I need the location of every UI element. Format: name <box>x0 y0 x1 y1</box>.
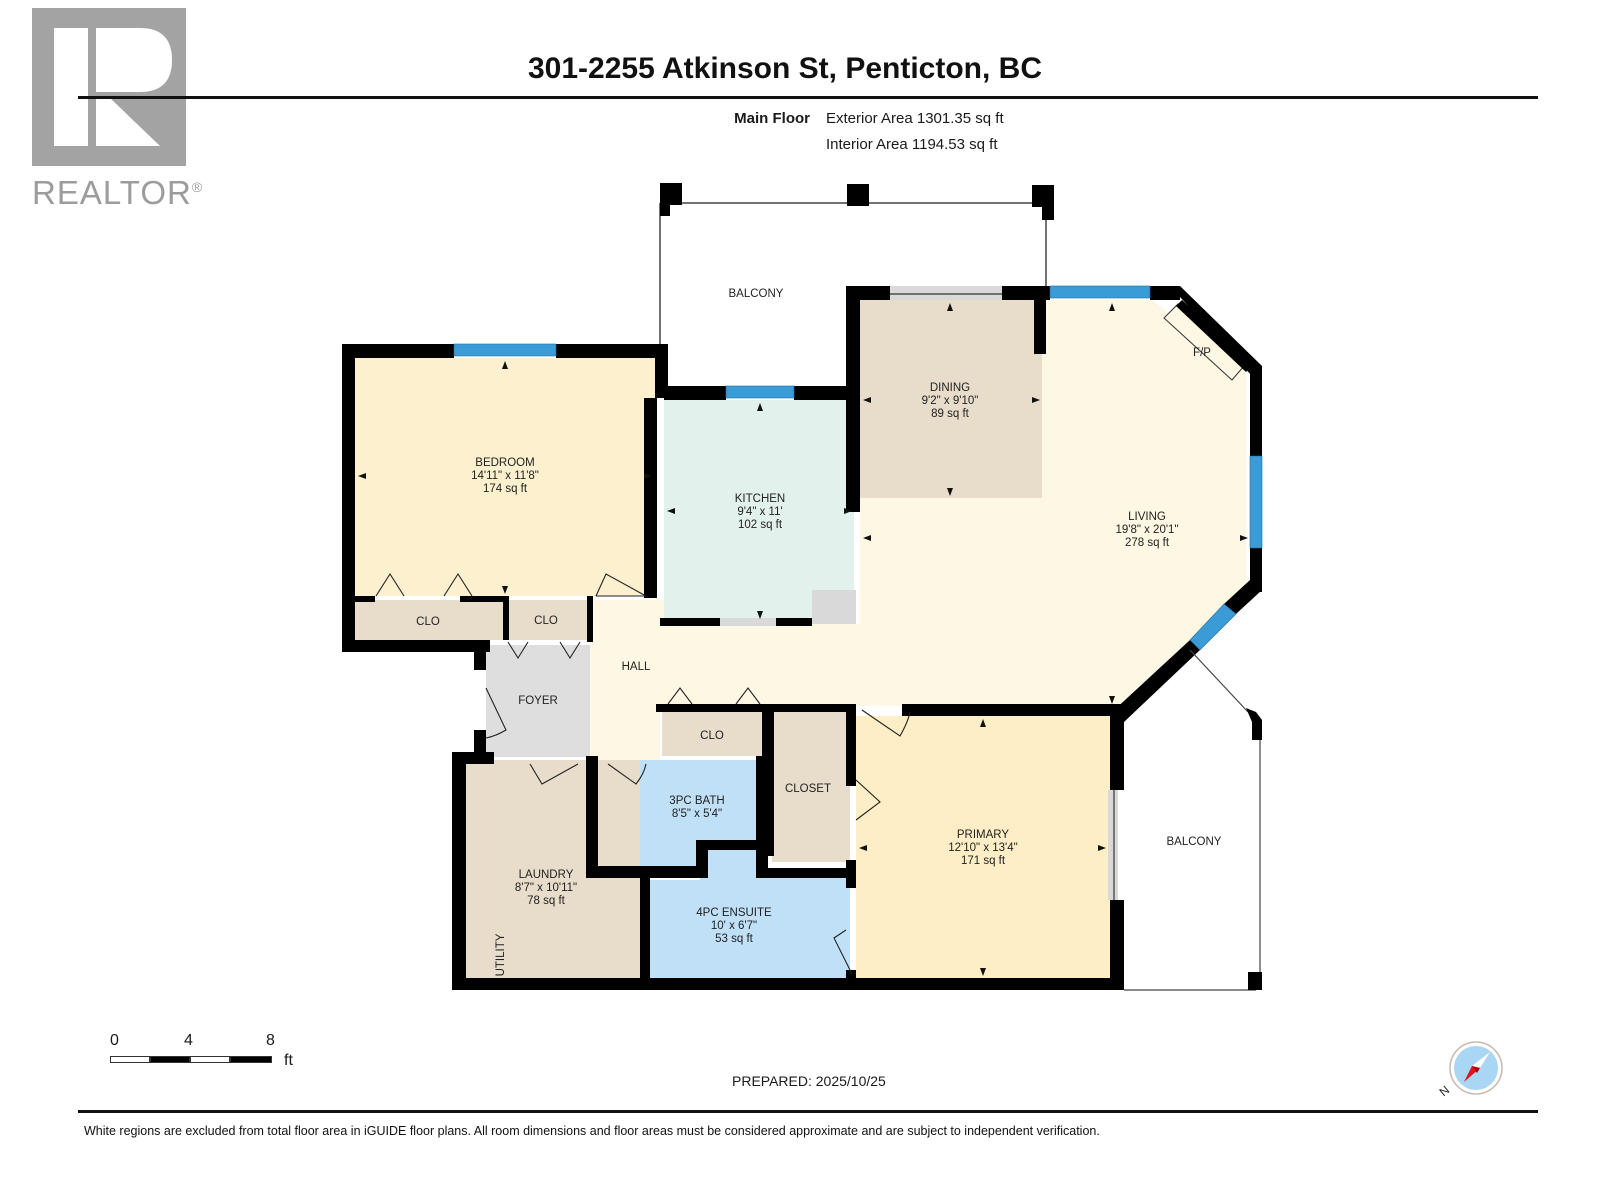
floor-label: Main Floor <box>734 110 810 127</box>
interior-area: Interior Area 1194.53 sq ft <box>826 136 998 153</box>
foyer-label: FOYER <box>518 695 558 707</box>
walls <box>342 286 1262 990</box>
dining-dims: 9'2" x 9'10" <box>922 395 979 407</box>
dining-fill <box>860 300 1042 498</box>
bedroom-area: 174 sq ft <box>483 483 528 495</box>
closet-label: CLOSET <box>785 783 831 795</box>
foyer-fill <box>486 645 590 757</box>
hall-fill <box>590 600 860 760</box>
ensuite-area: 53 sq ft <box>715 933 754 945</box>
closet-fill <box>772 712 850 862</box>
bedroom-label: BEDROOM <box>475 457 534 469</box>
ensuite-dims: 10' x 6'7" <box>711 920 757 932</box>
bedroom-fill <box>355 358 655 596</box>
kitchen-label: KITCHEN <box>735 493 785 505</box>
living-dims: 19'8" x 20'1" <box>1115 524 1178 536</box>
laundry-label: LAUNDRY <box>519 869 574 881</box>
living-area: 278 sq ft <box>1125 537 1170 549</box>
header-divider <box>78 96 1538 99</box>
kitchen-fill <box>664 400 854 622</box>
balcony-top <box>659 183 1054 345</box>
scale-tick-4: 4 <box>184 1032 193 1049</box>
dining-label: DINING <box>930 382 970 394</box>
primary-label: PRIMARY <box>957 829 1010 841</box>
ensuite-label: 4PC ENSUITE <box>696 907 772 919</box>
kitchen-area: 102 sq ft <box>738 519 783 531</box>
windows <box>453 285 1263 651</box>
scale-segment <box>230 1056 272 1063</box>
primary-dims: 12'10" x 13'4" <box>948 842 1017 854</box>
hall-label: HALL <box>622 661 651 673</box>
realtor-wordmark: REALTOR® <box>32 174 204 211</box>
clo-bed-1-label: CLO <box>416 616 440 628</box>
balcony-right-label: BALCONY <box>1167 836 1222 848</box>
scale-bar: 0 4 8 ft <box>108 1032 308 1082</box>
primary-area: 171 sq ft <box>961 855 1006 867</box>
utility-label: UTILITY <box>495 933 507 976</box>
scale-segment <box>110 1056 150 1063</box>
compass-icon: N <box>1437 1040 1504 1100</box>
scale-tick-0: 0 <box>110 1032 119 1049</box>
property-address-title: 301-2255 Atkinson St, Penticton, BC <box>527 52 1042 85</box>
exterior-area: Exterior Area 1301.35 sq ft <box>826 110 1004 127</box>
scale-segment <box>150 1056 190 1063</box>
bath3pc-dims: 8'5" x 5'4" <box>672 808 722 820</box>
clo-hall-fill <box>662 710 762 756</box>
bedroom-dims: 14'11" x 11'8" <box>471 470 539 482</box>
bath3pc-label: 3PC BATH <box>669 795 724 807</box>
clo-bed-2-fill <box>505 600 587 640</box>
realtor-r-mark-icon <box>32 8 186 166</box>
fireplace <box>1163 300 1252 381</box>
prepared-date: PREPARED: 2025/10/25 <box>732 1073 886 1089</box>
scale-unit: ft <box>284 1052 293 1069</box>
ensuite-fill <box>648 848 850 978</box>
laundry-area: 78 sq ft <box>527 895 566 907</box>
sliding-doors <box>720 286 1118 900</box>
living-label: LIVING <box>1128 511 1166 523</box>
door-swings <box>375 572 911 975</box>
kitchen-dims: 9'4" x 11' <box>737 506 782 518</box>
clo-bed-1-fill <box>355 600 503 640</box>
scale-segment <box>190 1056 230 1063</box>
fireplace-label: F/P <box>1193 347 1211 359</box>
dimension-arrows <box>358 303 1248 976</box>
scale-tick-8: 8 <box>266 1032 275 1049</box>
clo-bed-2-label: CLO <box>534 615 558 627</box>
living-fill <box>860 300 1246 706</box>
dining-area: 89 sq ft <box>931 408 970 420</box>
disclaimer-text: White regions are excluded from total fl… <box>84 1124 1100 1138</box>
footer-divider <box>78 1110 1538 1113</box>
balcony-top-label: BALCONY <box>729 288 784 300</box>
clo-hall-label: CLO <box>700 730 724 742</box>
balcony-right <box>1124 649 1262 991</box>
primary-fill <box>856 716 1110 978</box>
laundry-dims: 8'7" x 10'11" <box>515 882 577 894</box>
